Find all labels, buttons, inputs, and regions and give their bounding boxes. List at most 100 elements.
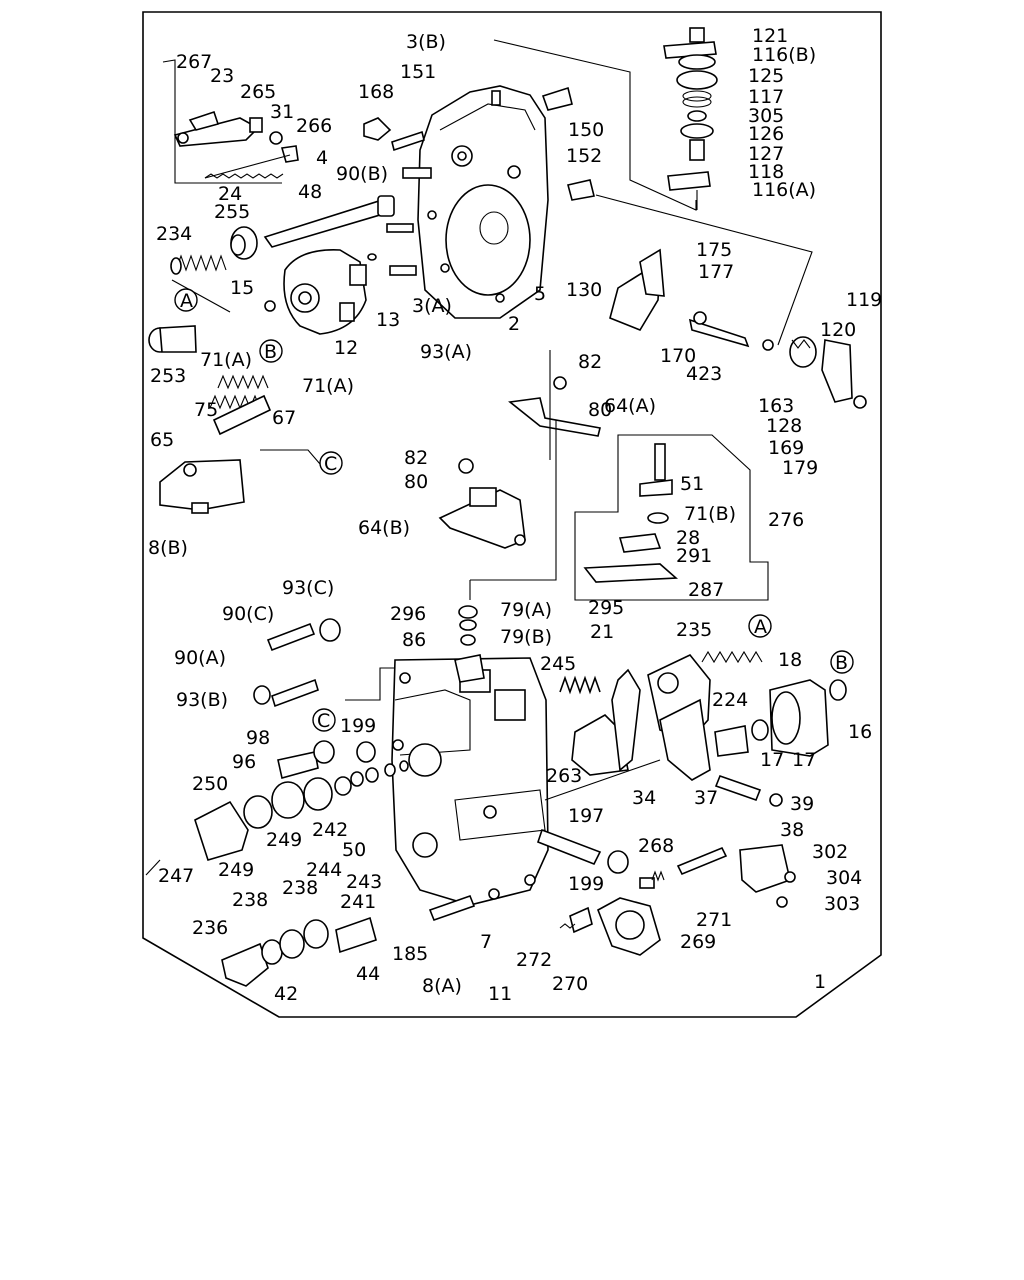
spring-set-drawing (148, 325, 272, 514)
svg-text:A: A (180, 290, 193, 312)
label-266: 266 (296, 115, 332, 137)
label-291: 291 (676, 545, 712, 567)
svg-text:C: C (324, 453, 337, 475)
subassembly-276-frame (574, 434, 769, 601)
label-199-bottom: 199 (568, 873, 604, 895)
callout-a-left: A (174, 288, 198, 312)
label-80-mid: 80 (404, 471, 428, 493)
control-link-group-drawing (609, 248, 867, 409)
label-224: 224 (712, 689, 748, 711)
label-249-a: 249 (266, 829, 302, 851)
label-11: 11 (488, 983, 512, 1005)
label-8a: 8(A) (422, 975, 462, 997)
svg-text:B: B (264, 341, 277, 363)
pump-housing-drawing (391, 657, 549, 906)
callout-c-top: C (319, 451, 343, 475)
label-303: 303 (824, 893, 860, 915)
label-245: 245 (540, 653, 576, 675)
label-168: 168 (358, 81, 394, 103)
label-39: 39 (790, 793, 814, 815)
label-152: 152 (566, 145, 602, 167)
label-272: 272 (516, 949, 552, 971)
label-50: 50 (342, 839, 366, 861)
label-34: 34 (632, 787, 656, 809)
label-199-top: 199 (340, 715, 376, 737)
label-287: 287 (688, 579, 724, 601)
label-304: 304 (826, 867, 862, 889)
label-276: 276 (768, 509, 804, 531)
label-117: 117 (748, 86, 784, 108)
label-116a: 116(A) (752, 179, 816, 201)
label-250: 250 (192, 773, 228, 795)
label-80-top: 80 (588, 399, 612, 421)
label-75: 75 (194, 399, 218, 421)
label-243: 243 (346, 871, 382, 893)
callout-a-right: A (748, 614, 772, 638)
label-150: 150 (568, 119, 604, 141)
svg-text:A: A (754, 616, 767, 638)
label-4: 4 (316, 147, 328, 169)
label-96: 96 (232, 751, 256, 773)
callout-b-right: B (830, 650, 854, 674)
label-23: 23 (210, 65, 234, 87)
label-423: 423 (686, 363, 722, 385)
label-93a: 93(A) (420, 341, 472, 363)
label-118: 118 (748, 161, 784, 183)
label-7: 7 (480, 931, 492, 953)
label-177: 177 (698, 261, 734, 283)
label-169: 169 (768, 437, 804, 459)
label-24: 24 (218, 183, 242, 205)
svg-text:C: C (317, 710, 330, 732)
label-130: 130 (566, 279, 602, 301)
lower-parts-drawing (428, 828, 796, 956)
control-sleeve-drawing (583, 443, 679, 583)
label-28: 28 (676, 527, 700, 549)
label-127: 127 (748, 143, 784, 165)
label-175: 175 (696, 239, 732, 261)
label-267: 267 (176, 51, 212, 73)
label-48: 48 (298, 181, 322, 203)
label-125: 125 (748, 65, 784, 87)
label-37: 37 (694, 787, 718, 809)
label-16: 16 (848, 721, 872, 743)
label-295: 295 (588, 597, 624, 619)
label-64a: 64(A) (604, 395, 656, 417)
adjusting-screw-stack-drawing (663, 27, 718, 210)
label-120: 120 (820, 319, 856, 341)
label-302: 302 (812, 841, 848, 863)
part-labels: 267 23 265 31 266 4 24 48 255 234 3(B) 1… (148, 25, 882, 1005)
label-269: 269 (680, 931, 716, 953)
label-79a: 79(A) (500, 599, 552, 621)
label-90b: 90(B) (336, 163, 388, 185)
label-3a: 3(A) (412, 295, 452, 317)
label-15: 15 (230, 277, 254, 299)
governor-housing-drawing (363, 85, 595, 319)
label-21: 21 (590, 621, 614, 643)
label-93b: 93(B) (176, 689, 228, 711)
label-8b: 8(B) (148, 537, 188, 559)
label-79b: 79(B) (500, 626, 552, 648)
diagram-frame (142, 11, 882, 1018)
label-255: 255 (214, 201, 250, 223)
label-17-a: 17 (760, 749, 784, 771)
label-2: 2 (508, 313, 520, 335)
label-296: 296 (390, 603, 426, 625)
label-5: 5 (534, 283, 546, 305)
label-12: 12 (334, 337, 358, 359)
label-90a: 90(A) (174, 647, 226, 669)
label-235: 235 (676, 619, 712, 641)
callout-c-bottom: C (312, 708, 336, 732)
label-263: 263 (546, 765, 582, 787)
label-270: 270 (552, 973, 588, 995)
label-126: 126 (748, 123, 784, 145)
bolt-set-drawing (253, 618, 341, 708)
label-128: 128 (766, 415, 802, 437)
label-42: 42 (274, 983, 298, 1005)
label-121: 121 (752, 25, 788, 47)
delivery-valve-stack-drawing (454, 605, 485, 683)
timer-parts-drawing (559, 650, 847, 807)
label-71a-1: 71(A) (200, 349, 252, 371)
label-244: 244 (306, 859, 342, 881)
label-44: 44 (356, 963, 380, 985)
